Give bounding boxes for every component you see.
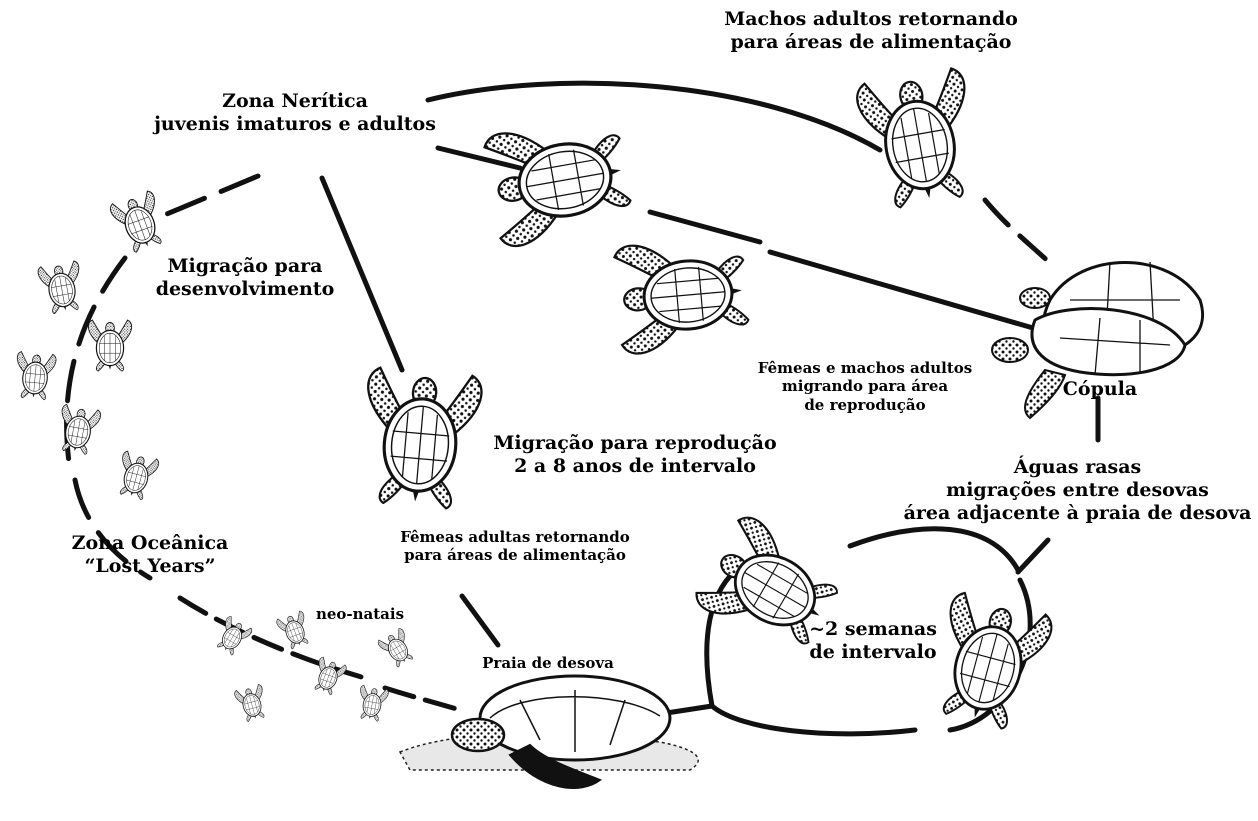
label-line: “Lost Years”	[60, 555, 240, 578]
label-copula: Cópula	[1050, 378, 1150, 401]
line-females-to-beach	[462, 596, 498, 645]
label-line: Zona Oceânica	[60, 532, 240, 555]
label-line: ~2 semanas	[798, 618, 948, 641]
label-line: para áreas de alimentação	[380, 546, 650, 564]
label-line: Praia de desova	[458, 654, 638, 672]
juvenile-turtle-icon	[109, 190, 170, 256]
line-males-to-copula	[985, 200, 1055, 268]
label-line: juvenis imaturos e adultos	[150, 113, 440, 136]
label-line: migrando para área	[740, 377, 990, 395]
label-line: Migração para	[140, 255, 350, 278]
label-line: Migração para reprodução	[490, 432, 780, 455]
hatchling-turtle-icon	[234, 684, 270, 723]
label-reproductive-migration: Migração para reprodução 2 a 8 anos de i…	[490, 432, 780, 478]
label-two-weeks-interval: ~2 semanas de intervalo	[798, 618, 948, 664]
label-line: neo-natais	[295, 605, 425, 623]
label-line: Fêmeas e machos adultos	[740, 359, 990, 377]
label-nesting-beach: Praia de desova	[458, 654, 638, 672]
label-line: para áreas de alimentação	[706, 31, 1036, 54]
label-line: 2 a 8 anos de intervalo	[490, 455, 780, 478]
label-neritic-zone: Zona Nerítica juvenis imaturos e adultos	[150, 90, 440, 136]
label-males-returning: Machos adultos retornando para áreas de …	[706, 8, 1036, 54]
label-line: de intervalo	[798, 641, 948, 664]
label-line: de reprodução	[740, 396, 990, 414]
juvenile-turtle-icon	[37, 260, 86, 315]
reproduction-migration-turtle-icon	[358, 367, 483, 511]
juvenile-turtle-icon	[113, 450, 160, 502]
label-line: migrações entre desovas	[900, 479, 1255, 502]
label-line: Machos adultos retornando	[706, 8, 1036, 31]
hatchling-turtle-icon	[356, 685, 389, 723]
juvenile-turtle-icon	[55, 404, 101, 456]
label-oceanic-zone: Zona Oceânica “Lost Years”	[60, 532, 240, 578]
label-developmental-migration: Migração para desenvolvimento	[140, 255, 350, 301]
label-line: Fêmeas adultas retornando	[380, 528, 650, 546]
juvenile-turtle-icon	[88, 320, 131, 371]
line-dev-migration	[67, 176, 258, 578]
label-females-returning: Fêmeas adultas retornando para áreas de …	[380, 528, 650, 565]
neritic-turtle-icon	[483, 114, 635, 249]
label-adults-migrating: Fêmeas e machos adultos migrando para ár…	[740, 359, 990, 414]
male-returning-turtle-icon	[855, 67, 984, 212]
label-line: Cópula	[1050, 378, 1150, 401]
juvenile-turtle-icon	[14, 351, 57, 400]
label-line: área adjacente à praia de desova	[900, 502, 1255, 525]
hatchling-turtle-icon	[377, 627, 418, 670]
nesting-turtle-icon	[452, 676, 670, 788]
label-shallow-waters: Águas rasas migrações entre desovas área…	[900, 456, 1255, 526]
migrating-adult-turtle-icon	[614, 236, 751, 355]
label-line: Águas rasas	[900, 456, 1255, 479]
label-line: desenvolvimento	[140, 278, 350, 301]
label-line: Zona Nerítica	[150, 90, 440, 113]
label-hatchlings: neo-natais	[295, 605, 425, 623]
